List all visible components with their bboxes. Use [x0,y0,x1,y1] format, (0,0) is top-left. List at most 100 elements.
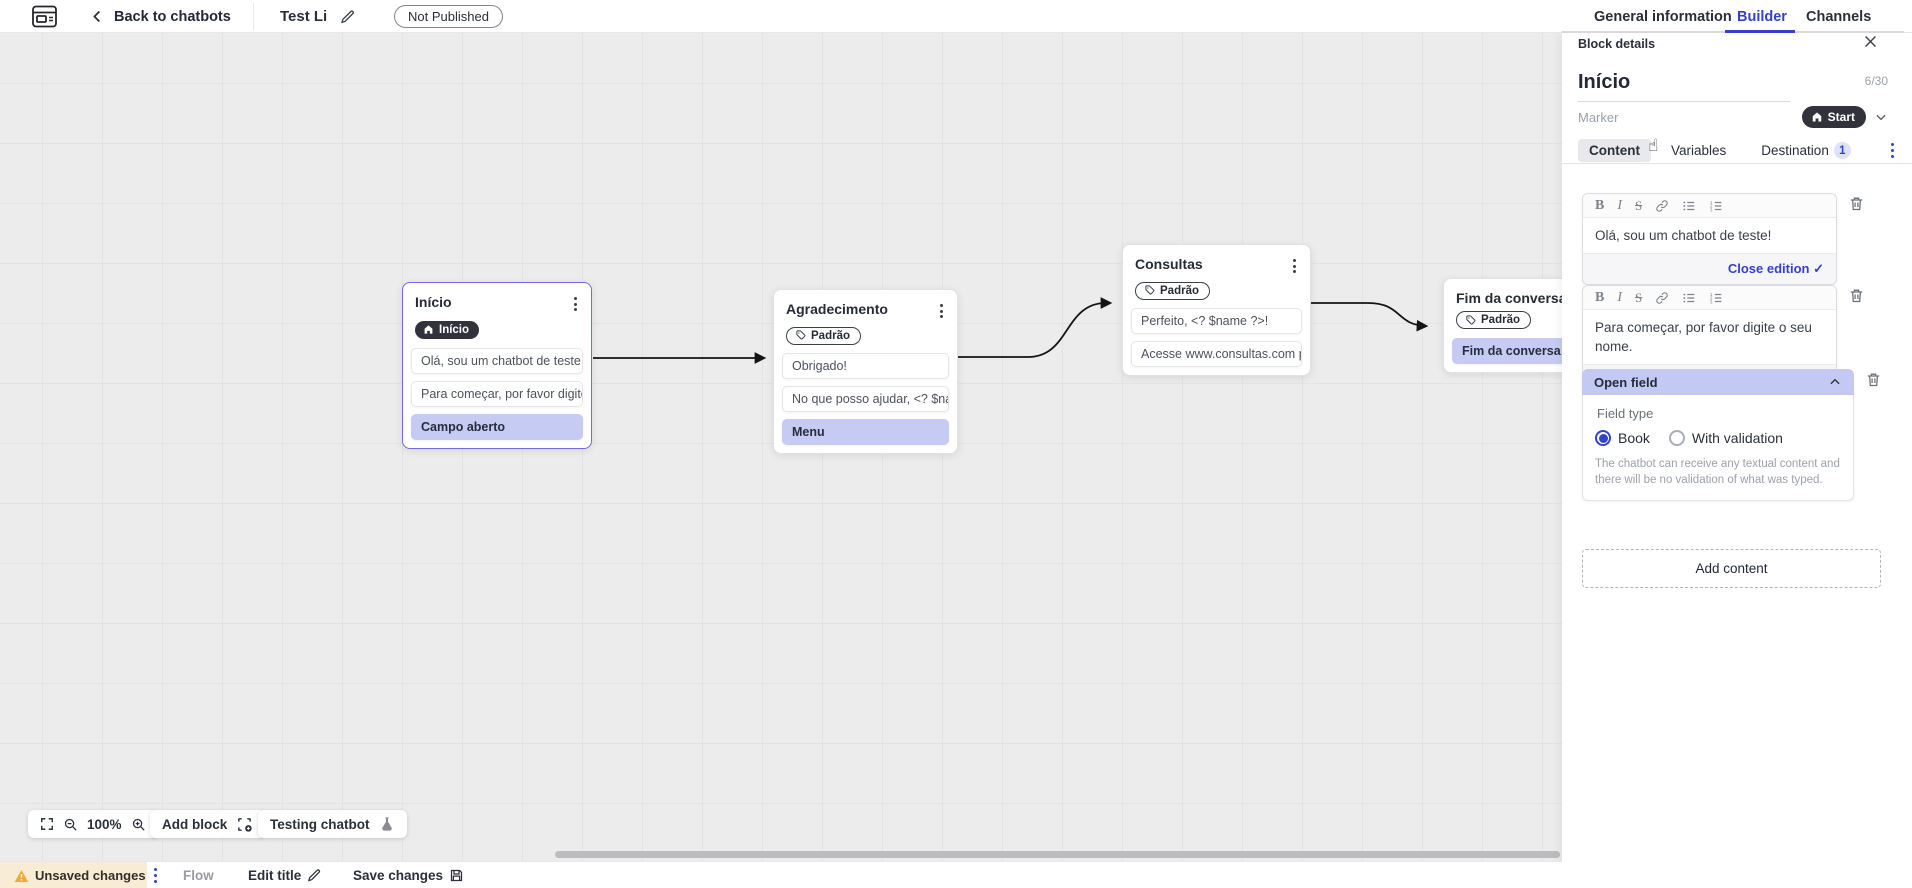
flow-block-agradecimento[interactable]: Agradecimento Padrão Obrigado! No que po… [773,289,958,455]
bold-icon[interactable]: B [1595,289,1605,305]
app-logo-icon [31,0,58,33]
chatbot-title[interactable]: Test Li [280,8,328,25]
zoom-out-icon[interactable] [63,817,78,832]
block-title: Consultas [1135,256,1203,272]
radio-book[interactable] [1595,430,1611,446]
tag-icon [796,330,806,340]
flow-block-inicio[interactable]: Início Início Olá, sou um chatbot de tes… [402,282,592,449]
panel-tabs-underline [1562,163,1912,164]
svg-text:3: 3 [1710,207,1713,212]
chevron-down-icon[interactable] [1874,110,1888,124]
flow-block-consultas[interactable]: Consultas Padrão Perfeito, <? $name ?>! … [1122,244,1311,377]
block-row-end[interactable]: Fim da conversa [1452,337,1562,364]
block-row[interactable]: Olá, sou um chatbot de teste! [411,347,583,374]
zoom-toolbar: 100% [28,810,158,838]
block-name-input[interactable]: Início [1578,71,1790,102]
chevron-up-icon [1828,375,1842,389]
close-edition-button[interactable]: Close edition ✓ [1583,253,1836,284]
editor-text[interactable]: Olá, sou um chatbot de teste! [1595,228,1772,243]
tab-channels[interactable]: Channels [1806,8,1872,25]
editor-text[interactable]: Para começar, por favor digite o seu nom… [1595,320,1812,354]
back-label: Back to chatbots [114,8,231,25]
panel-tabs: Content Variables Destination 1 [1578,138,1896,163]
block-row-open-field[interactable]: Campo aberto [411,413,583,440]
tab-destination[interactable]: Destination 1 [1750,138,1862,163]
block-row[interactable]: Obrigado! [782,353,949,380]
flow-block-fim-da-conversa[interactable]: Fim da conversa Padrão Fim da conversa [1443,278,1562,373]
marker-start-pill[interactable]: Start [1801,106,1866,128]
open-field-header[interactable]: Open field [1582,369,1854,395]
svg-text:3: 3 [1710,299,1713,304]
fullscreen-icon[interactable] [40,817,54,831]
radio-with-validation[interactable] [1668,430,1685,446]
tab-builder[interactable]: Builder [1737,8,1787,25]
flow-label: Flow [183,868,214,883]
add-content-button[interactable]: Add content [1582,549,1881,588]
block-row[interactable]: No que posso ajudar, <? $name ... [782,386,949,413]
tab-content[interactable]: Content [1578,139,1651,162]
edit-title-pencil-icon[interactable] [340,0,356,33]
block-row[interactable]: Para começar, por favor digite o ... [411,380,583,407]
add-block-button[interactable]: Add block [150,810,266,838]
block-menu-kebab-icon[interactable] [1291,256,1298,277]
tag-pill: Padrão [786,326,861,345]
block-menu-kebab-icon[interactable] [938,301,945,322]
italic-icon[interactable]: I [1617,197,1623,213]
flow-connectors [593,297,1429,364]
strikethrough-icon[interactable]: S [1635,289,1643,305]
field-type-label: Field type [1597,406,1654,421]
link-icon[interactable] [1655,291,1669,305]
back-to-chatbots-button[interactable]: Back to chatbots [90,0,231,33]
topbar-divider [253,3,254,30]
tag-icon [1466,314,1476,324]
tag-icon [1145,285,1155,295]
svg-text:1: 1 [1710,199,1713,204]
block-title: Fim da conversa [1456,290,1562,306]
block-row[interactable]: Acesse www.consultas.com par... [1131,341,1302,368]
delete-content-icon[interactable] [1848,195,1865,212]
bold-icon[interactable]: B [1595,197,1605,213]
panel-header-title: Block details [1578,37,1656,51]
italic-icon[interactable]: I [1617,289,1623,305]
bullet-list-icon[interactable] [1682,291,1696,305]
edit-title-button[interactable]: Edit title [248,862,322,888]
start-marker-pill: Início [415,320,480,339]
active-tab-indicator [1725,30,1795,33]
block-title: Início [415,294,452,310]
svg-text:2: 2 [1710,295,1713,300]
pencil-icon [307,868,322,883]
panel-options-kebab-icon[interactable] [1889,140,1896,161]
strikethrough-icon[interactable]: S [1635,197,1643,213]
block-row[interactable]: Perfeito, <? $name ?>! [1131,308,1302,335]
tab-variables[interactable]: Variables [1671,143,1727,158]
close-icon[interactable] [1862,33,1879,50]
flow-canvas[interactable]: Início Início Olá, sou um chatbot de tes… [0,33,1562,861]
chevron-left-icon [90,9,105,24]
publish-status-badge: Not Published [394,0,503,33]
field-type-description: The chatbot can receive any textual cont… [1595,458,1840,486]
tab-general-information[interactable]: General information [1594,8,1732,25]
char-count: 6/30 [1864,74,1888,88]
add-block-icon [236,816,253,833]
marker-row: Marker Start [1578,106,1888,128]
link-icon[interactable] [1655,199,1669,213]
zoom-in-icon[interactable] [131,817,146,832]
open-field-section: Open field Field type Book With validati… [1582,369,1882,501]
delete-content-icon[interactable] [1848,287,1865,304]
home-icon [424,325,433,334]
statusbar-kebab-icon[interactable] [152,862,159,888]
testing-chatbot-button[interactable]: Testing chatbot [258,810,407,838]
block-menu-kebab-icon[interactable] [572,294,579,315]
bullet-list-icon[interactable] [1682,199,1696,213]
horizontal-scrollbar[interactable] [555,851,1560,858]
delete-open-field-icon[interactable] [1865,371,1882,388]
block-row-menu[interactable]: Menu [782,419,949,446]
save-changes-button[interactable]: Save changes [353,862,464,888]
home-icon [1812,112,1821,122]
warning-icon [14,869,29,883]
flask-icon [379,816,395,832]
